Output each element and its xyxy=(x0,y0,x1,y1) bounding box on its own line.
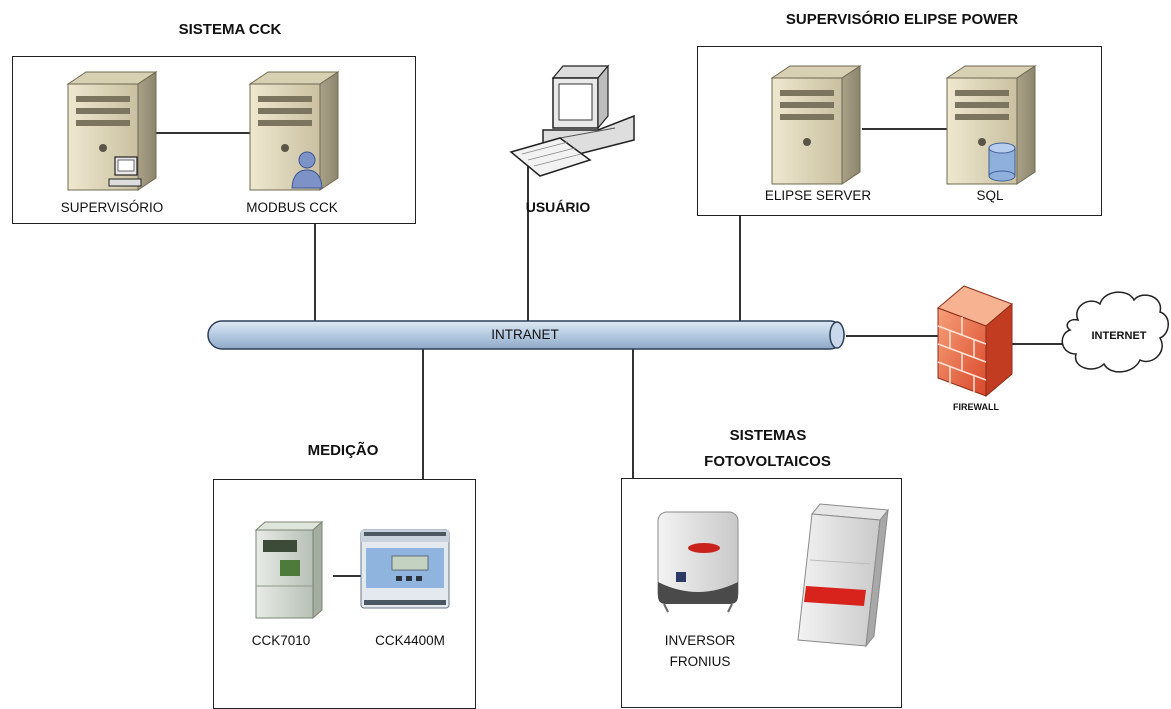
link-elipse-intranet xyxy=(739,216,741,321)
supervisorio-label: SUPERVISÓRIO xyxy=(60,200,164,215)
link-medicao-intranet xyxy=(422,349,424,479)
inversor-label-line1: INVERSOR xyxy=(664,633,736,648)
inversor-label-line2: FRONIUS xyxy=(669,654,731,669)
link-supervisorio-modbus xyxy=(155,132,250,134)
cck7010-device-icon xyxy=(254,520,324,620)
elipse-server-icon xyxy=(770,65,862,185)
usuario-label: USUÁRIO xyxy=(525,199,591,215)
cck7010-label: CCK7010 xyxy=(251,633,311,648)
fotovoltaicos-title-line2: FOTOVOLTAICOS xyxy=(704,453,831,470)
sql-label: SQL xyxy=(976,188,1004,203)
sistema-cck-title: SISTEMA CCK xyxy=(178,21,282,38)
link-cck7010-cck4400m xyxy=(333,575,361,577)
intranet-label: INTRANET xyxy=(491,327,559,342)
modbus-cck-label: MODBUS CCK xyxy=(246,200,338,215)
link-cck-intranet xyxy=(314,224,316,321)
elipse-power-title: SUPERVISÓRIO ELIPSE POWER xyxy=(785,11,1019,28)
sql-server-icon xyxy=(945,65,1037,185)
modbus-server-icon xyxy=(248,71,340,191)
internet-cloud-icon xyxy=(1061,291,1169,373)
inverter-icon xyxy=(797,503,889,648)
inversor-fronius-icon xyxy=(657,511,739,613)
link-firewall-internet xyxy=(1012,343,1070,345)
intranet-bus xyxy=(207,320,845,350)
firewall-icon xyxy=(937,285,1013,398)
firewall-label: FIREWALL xyxy=(953,402,999,412)
link-usuario-intranet xyxy=(527,148,529,321)
medicao-title: MEDIÇÃO xyxy=(307,442,379,459)
elipse-server-label: ELIPSE SERVER xyxy=(764,188,872,203)
cck4400m-label: CCK4400M xyxy=(375,633,445,648)
fotovoltaicos-title-line1: SISTEMAS xyxy=(729,427,807,444)
internet-label: INTERNET xyxy=(1091,330,1147,342)
link-intranet-firewall xyxy=(846,335,938,337)
cck4400m-device-icon xyxy=(360,529,450,609)
link-fotovoltaicos-intranet xyxy=(632,349,634,478)
supervisorio-server-icon xyxy=(66,71,158,191)
usuario-computer-icon xyxy=(509,64,635,177)
link-server-sql xyxy=(862,128,947,130)
